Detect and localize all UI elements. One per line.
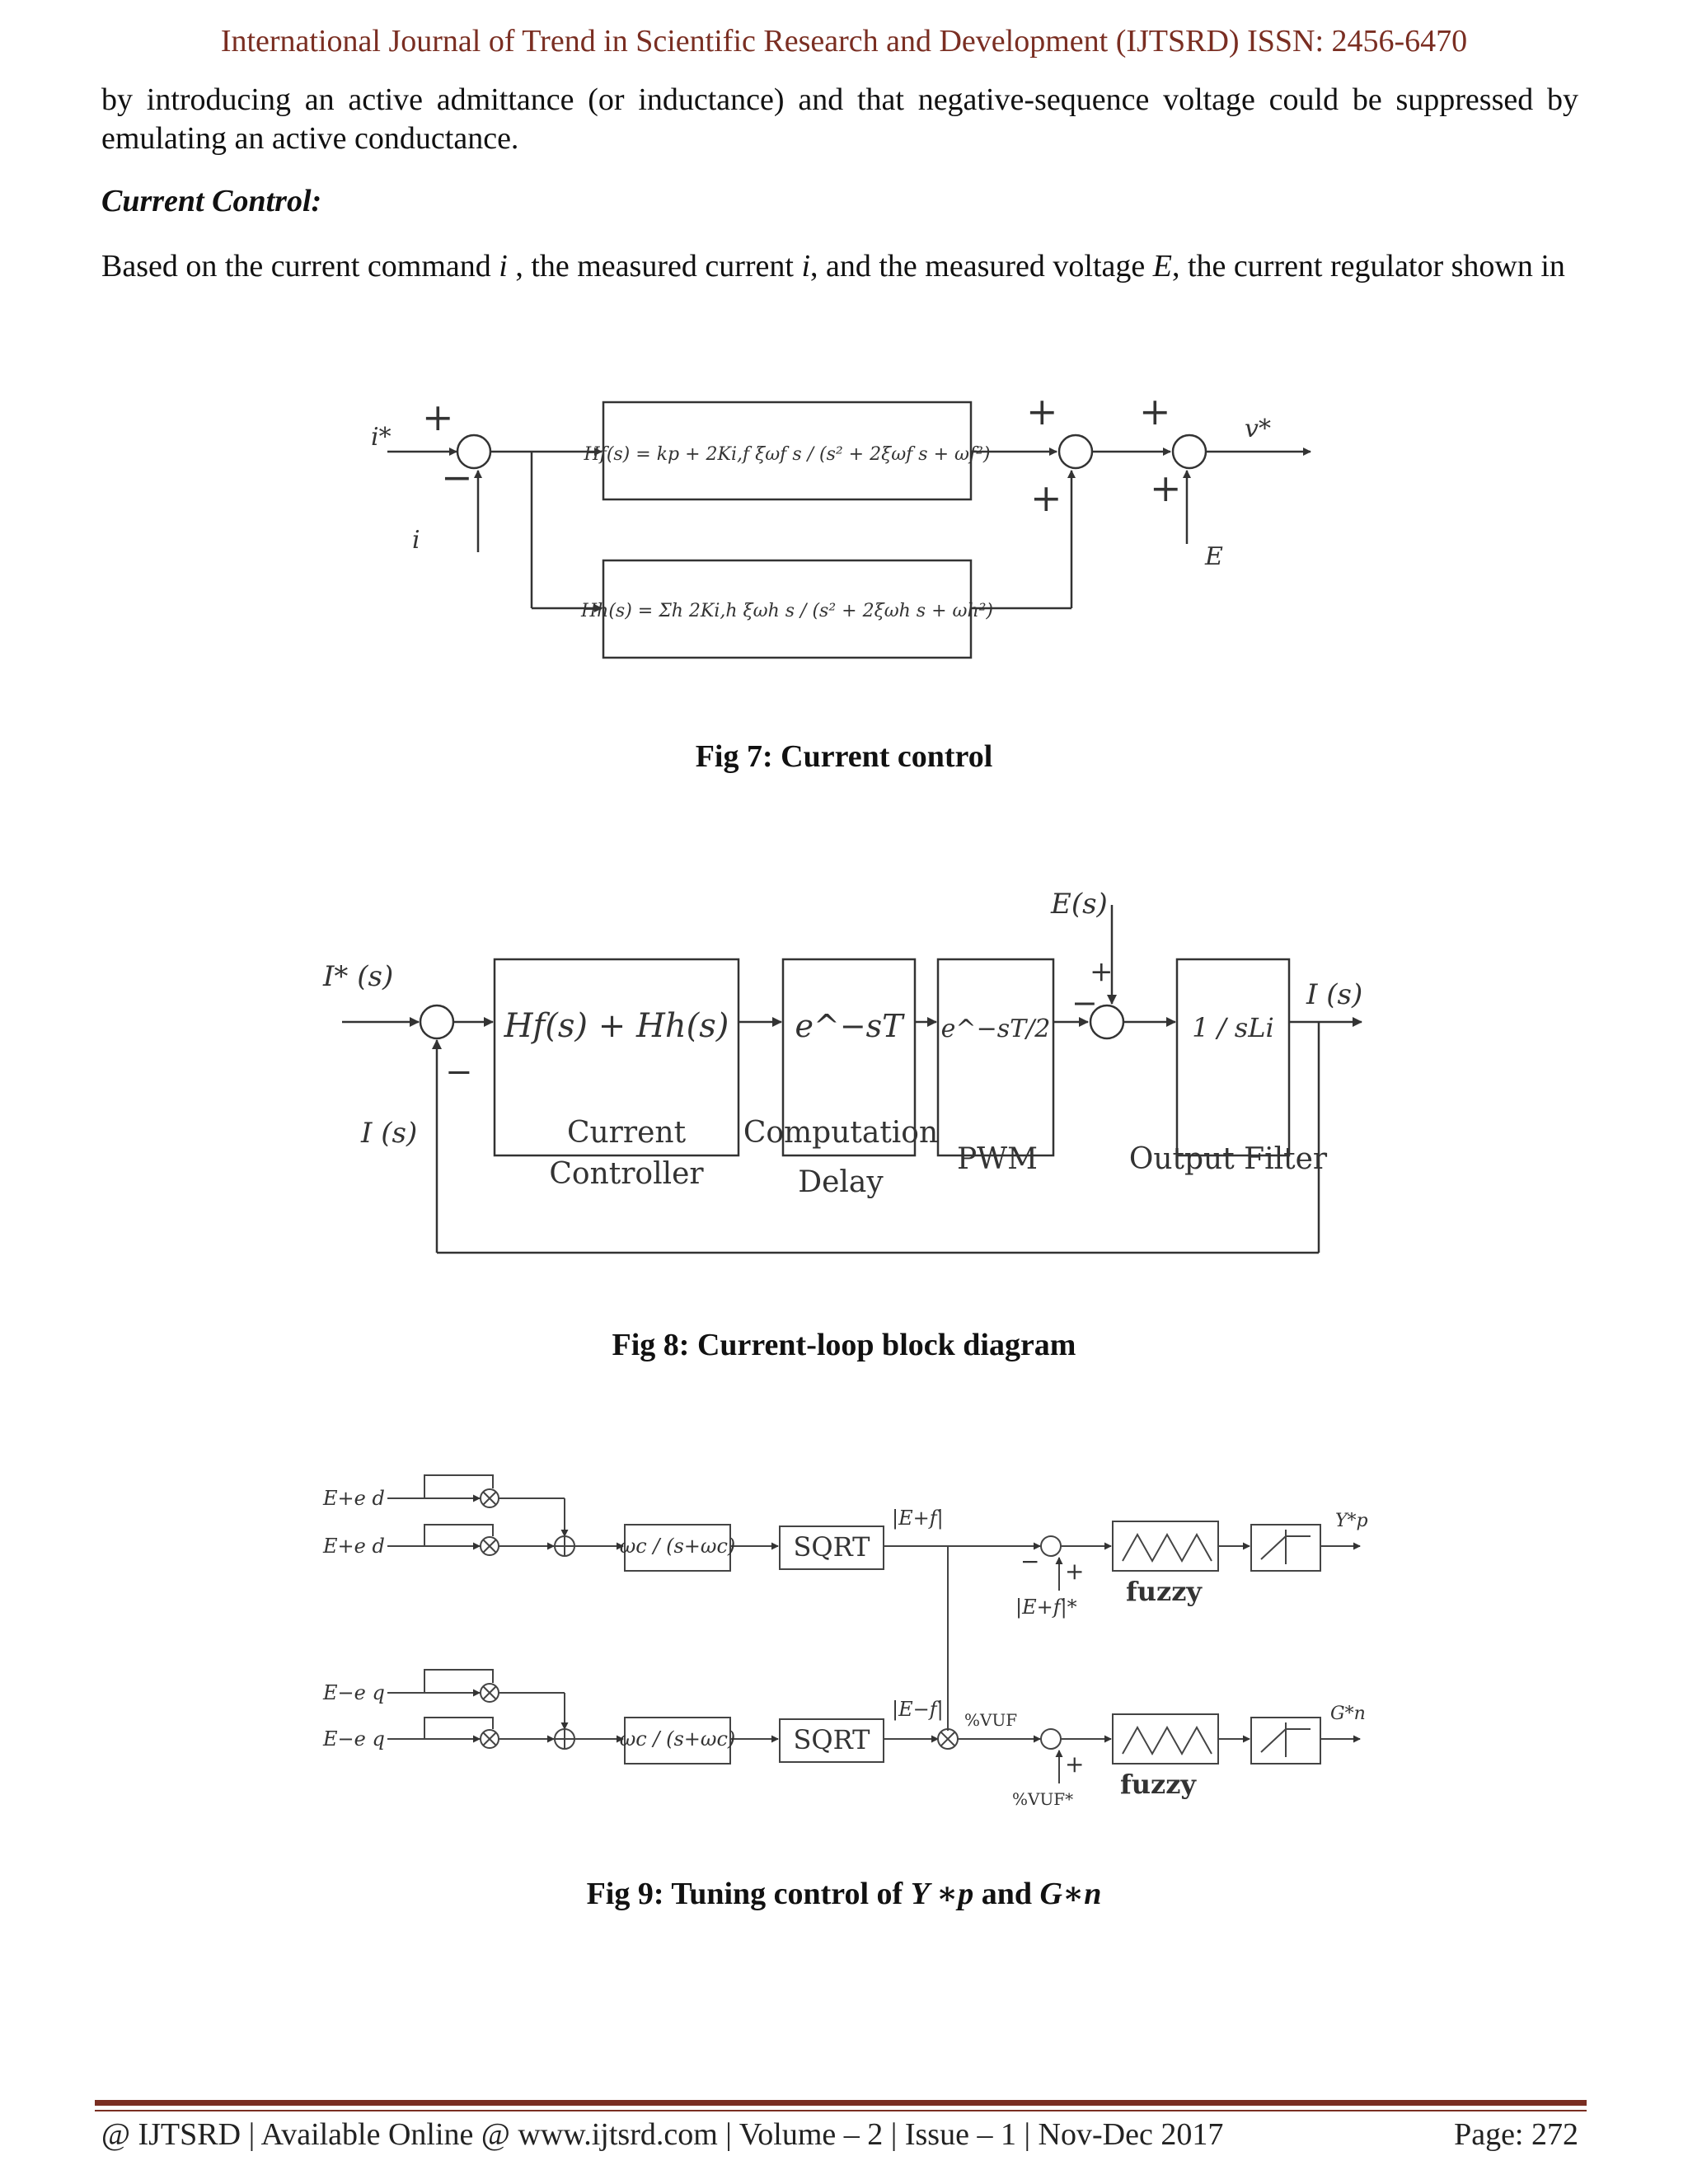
fig8-block-computation-delay: e^−sT [795, 1008, 905, 1044]
fig8-plus-sign: + [1090, 955, 1114, 988]
fig9-caption: Fig 9: Tuning control of Y ∗p and G∗n [0, 1874, 1688, 1912]
fig7-plus-sign: + [1139, 389, 1171, 434]
fig9-plus-sign: + [1065, 1558, 1084, 1585]
fig9-caption-text: and [973, 1877, 1040, 1911]
fig9-sqrt-bot: SQRT [793, 1724, 870, 1755]
fig7-feedback-label: i [412, 526, 420, 555]
page-footer: @ IJTSRD | Available Online @ www.ijtsrd… [101, 2116, 1578, 2153]
fig8-label-controller: Controller [549, 1157, 704, 1191]
fig7-e-label: E [1204, 542, 1223, 571]
fig8-block-pwm: e^−sT/2 [941, 1015, 1051, 1043]
fig8-label-output-filter: Output Filter [1129, 1142, 1328, 1176]
fig7-plus-sign: + [1150, 466, 1182, 510]
var-E: E [1152, 249, 1172, 284]
fig9-caption-text: Fig 9: Tuning control of [586, 1877, 911, 1911]
fig8-output-label: I (s) [1306, 978, 1362, 1011]
para-text: , and the measured voltage [810, 249, 1153, 284]
fig7-plus-sign: + [422, 395, 454, 439]
fig9-plus-sign: + [1065, 1750, 1084, 1778]
footer-rule [95, 2100, 1587, 2106]
fig8-feedback-label: I (s) [360, 1117, 417, 1150]
page-number: Page: 272 [1454, 2117, 1578, 2152]
fig9-caption-g: G∗n [1039, 1877, 1102, 1911]
fig8-block-output-filter: 1 / sLi [1192, 1012, 1273, 1043]
para-text: , the current regulator shown in [1171, 249, 1565, 284]
var-i-command: i [499, 249, 508, 284]
fig7-block-hh: Hh(s) = Σh 2Ki,h ξωh s / (s² + 2ξωh s + … [580, 601, 993, 621]
para-text: , the measured current [507, 249, 802, 284]
fig7-block-hf: Hf(s) = kp + 2Ki,f ξωf s / (s² + 2ξωf s … [583, 444, 990, 465]
footer-info: @ IJTSRD | Available Online @ www.ijtsrd… [101, 2117, 1224, 2152]
fig9-ef-pos-ref: |E+f|* [1015, 1596, 1077, 1619]
fig7-diagram: i* + − i Hf(s) = kp + 2Ki,f ξωf s / (s² … [0, 379, 1688, 676]
journal-header: International Journal of Trend in Scient… [220, 24, 1468, 59]
fig9-input-bot-1: E−e q [322, 1681, 385, 1704]
fig9-diagram: E+e d E+e d E−e q E−e q ωc / (s+ωc) ωc /… [0, 1467, 1688, 1813]
fig8-minus-sign: − [445, 1053, 473, 1091]
footer-rule [95, 2110, 1587, 2111]
fig9-lpf-top: ωc / (s+ωc) [620, 1535, 736, 1558]
fig8-label-delay: Delay [798, 1165, 884, 1199]
fig8-label-pwm: PWM [957, 1142, 1038, 1176]
fig9-input-top-2: E+e d [322, 1535, 385, 1558]
fig8-diagram: I* (s) − I (s) Hf(s) + Hh(s) e^−sT e^−sT… [0, 880, 1688, 1269]
fig9-ef-pos: |E+f| [892, 1507, 944, 1530]
fig8-disturbance-label: E(s) [1050, 888, 1108, 921]
fig8-caption: Fig 8: Current-loop block diagram [612, 1328, 1076, 1362]
var-i-measured: i [801, 249, 810, 284]
fig9-vuf-ref: %VUF* [1012, 1789, 1073, 1809]
fig8-input-label: I* (s) [322, 960, 393, 993]
fig8-label-computation: Computation [743, 1116, 938, 1150]
fig8-minus-sign: − [1071, 985, 1098, 1021]
fig7-input-label: i* [371, 423, 392, 452]
fig7-minus-sign: − [441, 455, 473, 499]
fig9-input-bot-2: E−e q [322, 1727, 385, 1750]
fig9-input-top-1: E+e d [322, 1487, 385, 1510]
fig8-label-current: Current [567, 1116, 687, 1150]
fig7-caption: Fig 7: Current control [695, 739, 993, 774]
fig9-ef-neg: |E−f| [892, 1698, 944, 1722]
intro-paragraph: by introducing an active admittance (or … [101, 82, 1578, 156]
fig9-lpf-bot: ωc / (s+ωc) [620, 1727, 736, 1750]
fig9-output-bot: G*n [1330, 1704, 1366, 1724]
fig9-fuzzy-bot: fuzzy [1120, 1769, 1197, 1800]
fig7-plus-sign: + [1026, 389, 1058, 434]
section-heading: Current Control: [101, 184, 322, 218]
para-text: Based on the current command [101, 249, 499, 284]
fig9-sqrt-top: SQRT [793, 1531, 870, 1563]
fig9-vuf: %VUF [964, 1710, 1017, 1730]
fig9-output-top: Y*p [1335, 1511, 1368, 1531]
fig7-output-label: v* [1245, 415, 1271, 443]
current-control-paragraph: Based on the current command i , the mea… [101, 247, 1578, 286]
fig9-fuzzy-top: fuzzy [1126, 1576, 1203, 1607]
fig8-block-controller: Hf(s) + Hh(s) [504, 1007, 729, 1045]
fig7-plus-sign: + [1030, 476, 1062, 520]
fig9-caption-y: Y ∗p [910, 1877, 974, 1911]
fig9-minus-sign: − [1020, 1548, 1039, 1575]
